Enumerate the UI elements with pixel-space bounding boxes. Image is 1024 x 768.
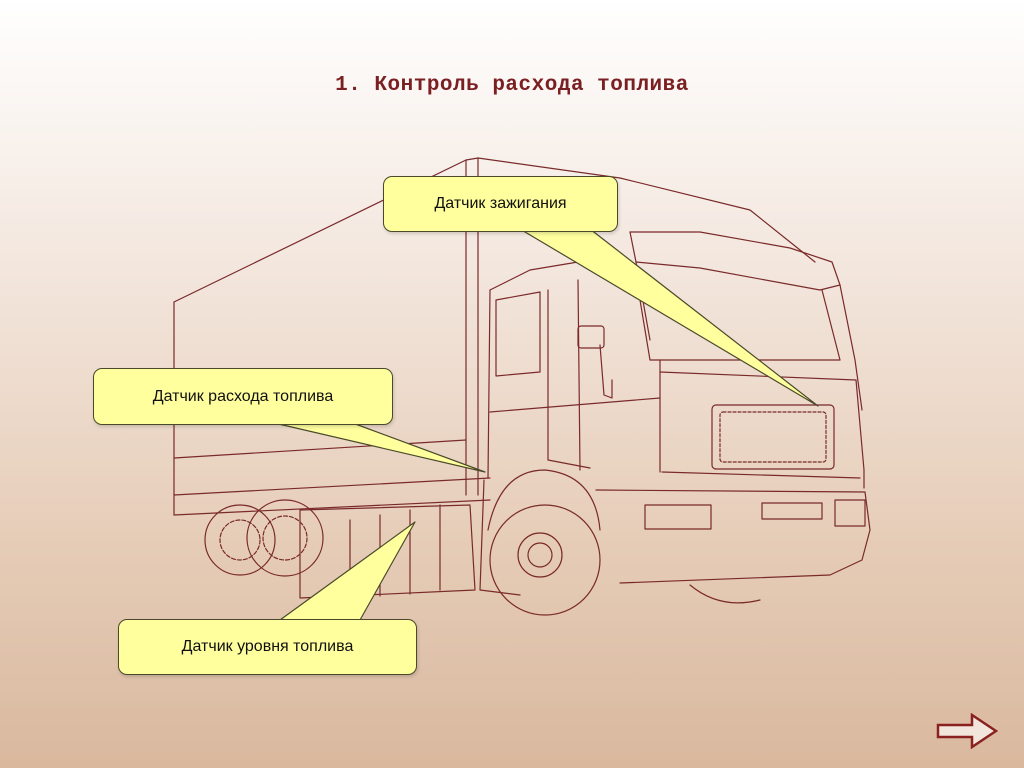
callout-fuel-level-sensor: Датчик уровня топлива xyxy=(118,619,417,675)
pointer-fuel-consumption xyxy=(269,421,486,473)
next-slide-button[interactable] xyxy=(936,712,999,750)
callout-fuel-consumption-sensor: Датчик расхода топлива xyxy=(93,368,393,425)
arrow-right-icon xyxy=(936,712,999,750)
slide-title: 1. Контроль расхода топлива xyxy=(335,74,689,97)
callout-ignition-sensor: Датчик зажигания xyxy=(383,176,618,232)
pointer-ignition xyxy=(519,228,819,407)
